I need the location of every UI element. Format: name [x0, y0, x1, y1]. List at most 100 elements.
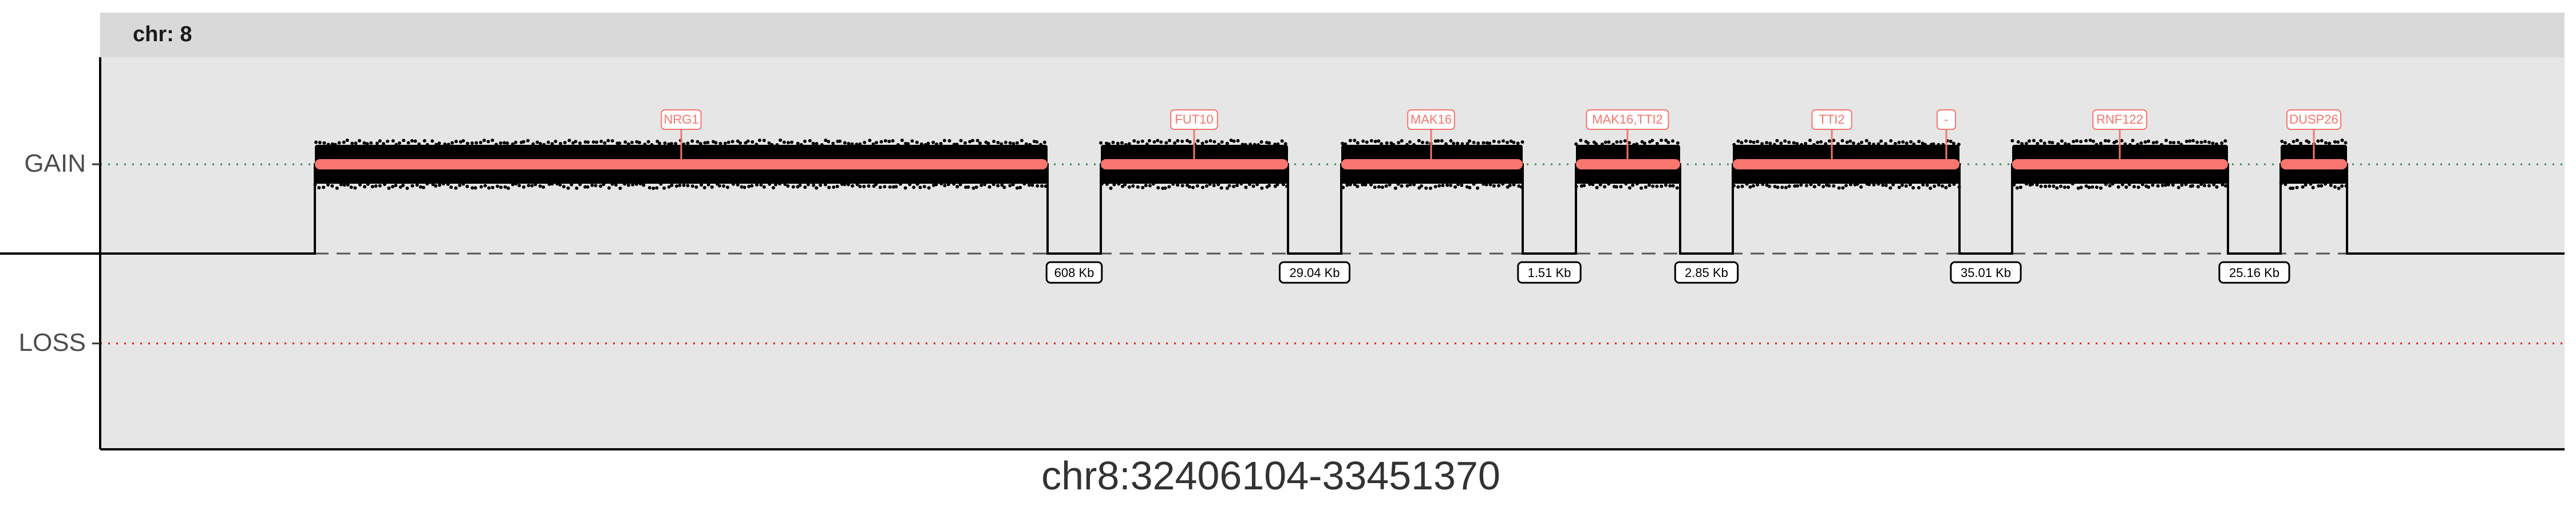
probe-point	[682, 183, 686, 187]
probe-point	[607, 186, 611, 190]
probe-point	[2140, 183, 2144, 187]
probe-point	[1159, 140, 1163, 144]
probe-point	[2036, 141, 2040, 145]
probe-point	[590, 183, 594, 187]
probe-point	[667, 142, 671, 146]
probe-point	[674, 141, 678, 145]
probe-point	[1780, 185, 1784, 189]
probe-point	[1671, 139, 1675, 143]
gene-label-box	[661, 109, 702, 130]
probe-point	[1112, 183, 1116, 187]
gap-label-text: 1.51 Kb	[1528, 266, 1571, 280]
probe-point	[1812, 143, 1816, 147]
probe-point	[912, 185, 916, 189]
probe-point	[851, 184, 855, 188]
probe-point	[696, 140, 700, 144]
probe-point	[2283, 183, 2287, 187]
probe-point	[430, 139, 434, 143]
probe-point	[1639, 186, 1643, 190]
probe-point	[1889, 139, 1893, 143]
probe-point	[1196, 139, 1200, 143]
probe-point	[2203, 140, 2207, 144]
probe-point	[1957, 143, 1961, 147]
probe-point	[2091, 185, 2095, 189]
probe-point	[750, 140, 754, 144]
probe-point	[910, 139, 914, 143]
probe-point	[1123, 183, 1127, 187]
probe-point	[2160, 183, 2164, 187]
probe-point	[987, 185, 991, 189]
probe-point	[547, 182, 551, 186]
probe-point	[2176, 140, 2180, 144]
gene-label-5-1: TTI2	[1811, 109, 1852, 162]
probe-point	[1235, 183, 1239, 187]
probe-point	[599, 184, 603, 188]
probe-point	[887, 139, 891, 143]
probe-point	[1876, 182, 1880, 186]
probe-point	[2151, 141, 2155, 145]
probe-point	[394, 143, 398, 147]
probe-point	[786, 184, 790, 188]
probe-point	[2316, 139, 2320, 143]
probe-point	[505, 141, 509, 145]
probe-point	[778, 182, 782, 186]
probe-point	[858, 184, 862, 188]
probe-point	[943, 184, 947, 188]
probe-point	[1020, 139, 1024, 143]
probe-point	[1921, 141, 1925, 145]
probe-point	[2124, 185, 2128, 189]
probe-point	[1008, 184, 1012, 188]
probe-point	[2147, 185, 2151, 189]
probe-point	[326, 143, 330, 147]
probe-point	[2311, 185, 2315, 189]
y-tick-label-gain: GAIN	[24, 149, 86, 177]
probe-point	[1787, 184, 1791, 188]
probe-point	[740, 185, 744, 189]
probe-point	[1607, 140, 1611, 144]
gene-label-box	[1407, 109, 1455, 130]
probe-point	[555, 182, 559, 186]
segment-bar-2	[1101, 159, 1288, 169]
probe-point	[586, 185, 590, 189]
probe-point	[1951, 141, 1955, 145]
probe-point	[1285, 184, 1289, 188]
probe-point	[774, 183, 778, 187]
probe-point	[1392, 143, 1396, 147]
probe-point	[2075, 139, 2079, 143]
probe-point	[755, 183, 759, 187]
probe-point	[2328, 141, 2332, 145]
probe-point	[799, 143, 803, 147]
probe-point	[670, 183, 674, 187]
probe-point	[903, 186, 907, 190]
probe-point	[955, 185, 959, 189]
probe-point	[1456, 141, 1460, 145]
probe-point	[382, 142, 386, 146]
probe-point	[1251, 184, 1255, 188]
probe-point	[1488, 183, 1492, 187]
probe-point	[1405, 184, 1409, 188]
probe-point	[1768, 141, 1772, 145]
gene-label-1: NRG1	[661, 109, 702, 162]
probe-point	[446, 182, 450, 186]
probe-point	[465, 184, 469, 188]
probe-point	[1925, 183, 1929, 187]
probe-point	[1185, 139, 1189, 143]
probe-point	[783, 182, 787, 186]
probe-point	[1136, 140, 1140, 144]
probe-point	[1028, 143, 1032, 147]
probe-point	[927, 186, 931, 190]
probe-point	[2203, 184, 2207, 188]
probe-point	[1280, 139, 1284, 143]
probe-point	[1506, 140, 1510, 144]
probe-point	[1171, 182, 1175, 186]
probe-point	[638, 182, 642, 186]
probe-point	[1219, 186, 1223, 190]
probe-point	[2103, 139, 2107, 143]
probe-point	[1481, 182, 1485, 186]
probe-point	[1348, 183, 1352, 187]
gene-label-box	[2286, 109, 2341, 130]
probe-point	[775, 143, 779, 147]
probe-point	[314, 140, 318, 144]
probe-point	[2064, 142, 2068, 146]
probe-point	[1361, 139, 1365, 143]
